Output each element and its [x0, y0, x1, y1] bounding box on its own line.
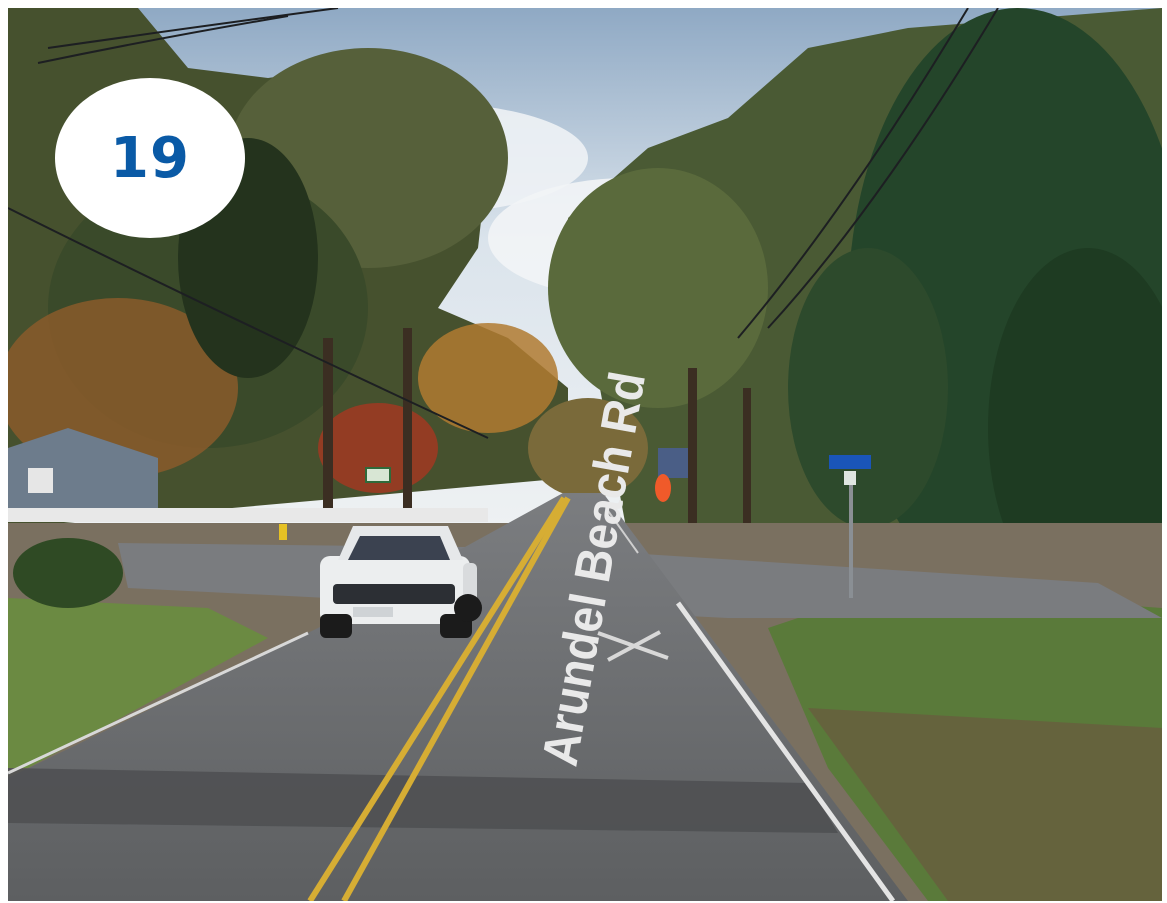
orange-object	[655, 474, 671, 502]
fire-hydrant	[279, 524, 287, 540]
distant-house	[658, 448, 688, 478]
street-sign	[829, 455, 871, 598]
number-badge: 19	[55, 78, 245, 238]
edge-line-right	[675, 601, 896, 901]
green-sign	[365, 467, 391, 483]
white-suv	[320, 526, 482, 638]
leaf-litter-right	[808, 708, 1162, 901]
asphalt-seam	[8, 768, 838, 833]
distant-trees	[528, 398, 648, 498]
trees-right	[548, 8, 1162, 608]
edge-line-left	[8, 631, 309, 775]
power-lines	[8, 8, 999, 439]
street-scene: Arundel Beach Rd	[8, 8, 1162, 901]
center-line	[307, 496, 571, 901]
house-left	[8, 428, 158, 508]
road-x-mark	[597, 630, 669, 662]
lawn-left	[8, 598, 268, 768]
edge-line-far-right	[605, 507, 639, 554]
shrub-left	[13, 538, 123, 608]
street-view-photo: Arundel Beach Rd	[8, 8, 1162, 901]
badge-number: 19	[110, 125, 190, 191]
